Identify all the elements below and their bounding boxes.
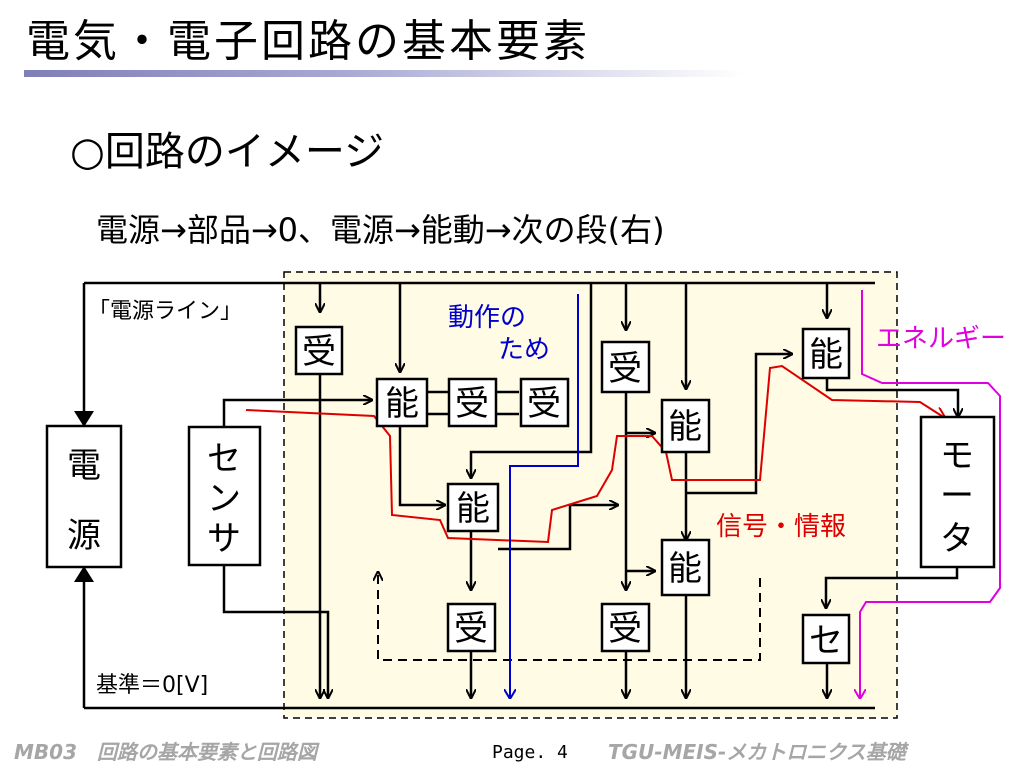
footer-course-title: MB03 回路の基本要素と回路図: [14, 740, 317, 764]
passive-block: 受: [608, 349, 642, 389]
dashed-return: [378, 572, 761, 661]
footer-course-name: TGU-MEIS-メカトロニクス基礎: [608, 740, 906, 764]
passive-block: 受: [454, 609, 488, 649]
ground-label: 基準＝0[V]: [96, 673, 208, 698]
sensor-char-2: ン: [207, 479, 241, 519]
section-heading: ○回路のイメージ: [70, 129, 385, 175]
power-source-box: [45, 424, 123, 569]
motor-char-1: モ: [940, 436, 974, 476]
active-block: 能: [456, 489, 490, 529]
active-block: 能: [668, 407, 702, 447]
energy-path: [860, 290, 1001, 698]
motor-char-3: タ: [940, 519, 974, 559]
source-char-2: 源: [67, 516, 101, 556]
passive-block: 受: [527, 384, 561, 424]
operation-label-line1: 動作の: [448, 303, 526, 333]
footer-page-number: Page. 4: [492, 742, 568, 763]
operation-path: [510, 294, 579, 698]
sensor-char-3: サ: [207, 519, 241, 559]
slide-title: 電気・電子回路の基本要素: [26, 16, 590, 67]
sensor-char-1: セ: [207, 439, 241, 479]
signal-path: [245, 364, 945, 544]
active-block: 能: [809, 335, 843, 375]
operation-label-line2: ため: [498, 335, 550, 365]
motor-char-2: ー: [940, 476, 974, 516]
summary-text: 電源→部品→0、電源→能動→次の段(右): [96, 211, 665, 249]
power-line-label: 「電源ライン」: [88, 299, 242, 324]
energy-label: エネルギー: [876, 324, 1006, 354]
title-underline: [24, 70, 744, 77]
motor-box: [919, 415, 996, 569]
circuit-region: [283, 271, 898, 719]
block-boxes: [45, 325, 996, 665]
active-block: 能: [385, 384, 419, 424]
source-char-1: 電: [67, 446, 101, 486]
se-block: セ: [809, 621, 843, 661]
passive-block: 受: [608, 609, 642, 649]
passive-block: 受: [302, 332, 336, 372]
passive-block: 受: [455, 384, 489, 424]
sensor-box: [187, 425, 262, 567]
signal-label: 信号・情報: [716, 512, 846, 542]
active-block: 能: [668, 549, 702, 589]
wires: [74, 281, 958, 710]
